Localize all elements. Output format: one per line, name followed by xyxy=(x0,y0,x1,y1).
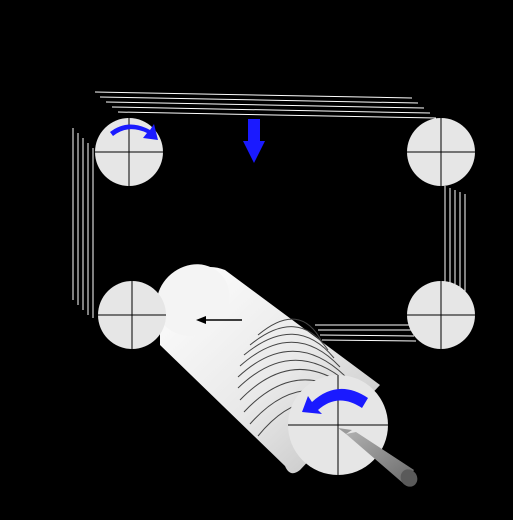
stylus xyxy=(338,428,418,487)
pulley-bottom-right xyxy=(407,281,475,349)
pulley-rotation-arrow-icon xyxy=(110,124,158,140)
left-arrow-icon xyxy=(196,316,242,324)
pulley-top-right xyxy=(407,118,475,186)
drum xyxy=(156,264,388,475)
pulley-top-left xyxy=(95,118,163,186)
down-arrow-icon xyxy=(243,119,265,163)
pulley-bottom-left xyxy=(98,281,166,349)
drum-rotation-arrow-icon xyxy=(302,388,368,414)
belt xyxy=(72,91,466,342)
